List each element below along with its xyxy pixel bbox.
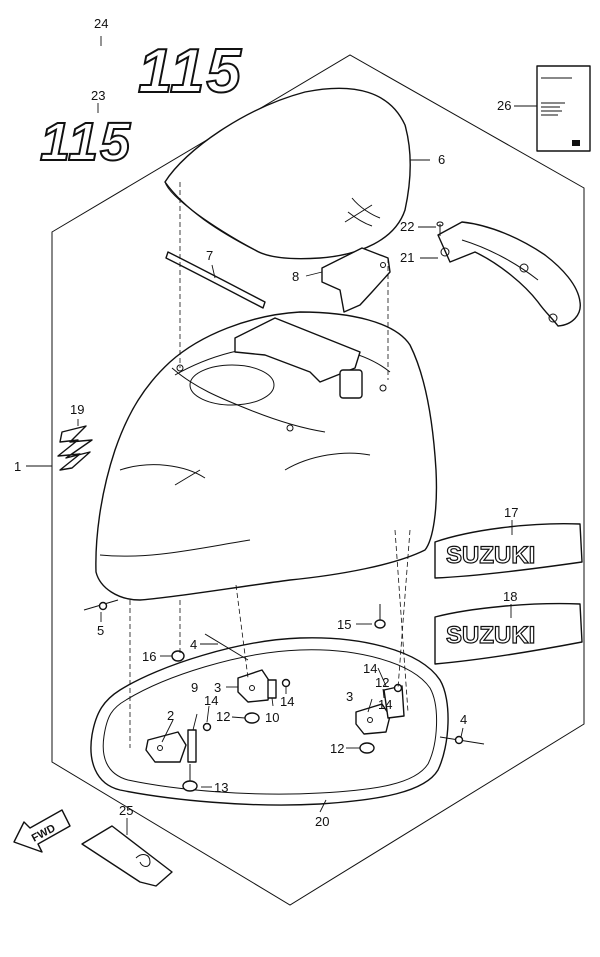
callout-25: 25 (119, 803, 133, 818)
clip-12-a (244, 712, 260, 724)
callout-13: 13 (214, 780, 228, 795)
hook-10 (267, 679, 277, 699)
callout-12b: 12 (330, 741, 344, 756)
screw-14-b (281, 678, 291, 688)
callout-14b: 14 (280, 694, 294, 709)
clip-16 (171, 650, 185, 662)
callout-12a: 12 (216, 709, 230, 724)
svg-text:SUZUKI: SUZUKI (446, 622, 535, 649)
hook-9 (187, 729, 197, 763)
callout-21: 21 (400, 250, 414, 265)
rod-4-lower (439, 735, 485, 745)
callout-14c: 14 (204, 693, 218, 708)
rear-handle (437, 221, 581, 327)
callout-10: 10 (265, 710, 279, 725)
forward-arrow-icon: FWD (13, 809, 71, 853)
callout-19: 19 (70, 402, 84, 417)
callout-4b: 4 (460, 712, 467, 727)
cover-seal-ring (90, 637, 449, 806)
callout-14d: 14 (378, 697, 392, 712)
svg-text:115: 115 (138, 37, 243, 106)
callout-11: 12 (375, 675, 389, 690)
callout-7: 7 (206, 248, 213, 263)
callout-3a: 3 (214, 680, 221, 695)
clip-12-b (359, 742, 375, 754)
top-cover (164, 87, 411, 260)
brand-emblem (57, 425, 93, 471)
latch-right (355, 703, 391, 735)
latch-center (237, 669, 271, 703)
callout-1: 1 (14, 459, 21, 474)
callout-17: 17 (504, 505, 518, 520)
assembly-boundary (51, 54, 585, 906)
callout-9: 9 (191, 680, 198, 695)
screw-14-a (202, 722, 212, 732)
bolt-13 (182, 764, 198, 792)
callout-23: 23 (91, 88, 105, 103)
model-decal-small: 115 (39, 111, 132, 173)
model-decal-large: 115 (137, 36, 243, 107)
intake-cover (321, 247, 391, 313)
rod-4-upper (204, 633, 249, 661)
callout-16: 16 (142, 649, 156, 664)
callout-14a: 14 (363, 661, 377, 676)
callout-26: 26 (497, 98, 511, 113)
bolt-15 (374, 604, 386, 629)
screw-22 (436, 221, 444, 236)
brand-decal-bottom: SUZUKI (434, 602, 583, 665)
brand-decal-top: SUZUKI (434, 523, 583, 579)
engine-cover (95, 311, 438, 601)
callout-5: 5 (97, 623, 104, 638)
callout-18: 18 (503, 589, 517, 604)
callout-8: 8 (292, 269, 299, 284)
callout-15: 15 (337, 617, 351, 632)
owners-manual (536, 65, 591, 152)
callout-6: 6 (438, 152, 445, 167)
parts-bag (81, 825, 173, 887)
callout-3b: 3 (346, 689, 353, 704)
seal-strip (165, 251, 266, 309)
callout-24: 24 (94, 16, 108, 31)
callout-22: 22 (400, 219, 414, 234)
callout-2: 2 (167, 708, 174, 723)
latch-left (145, 731, 187, 763)
callout-4a: 4 (190, 637, 197, 652)
callout-20: 20 (315, 814, 329, 829)
svg-text:SUZUKI: SUZUKI (446, 542, 535, 569)
svg-text:115: 115 (40, 112, 132, 172)
pin-5 (83, 599, 119, 611)
